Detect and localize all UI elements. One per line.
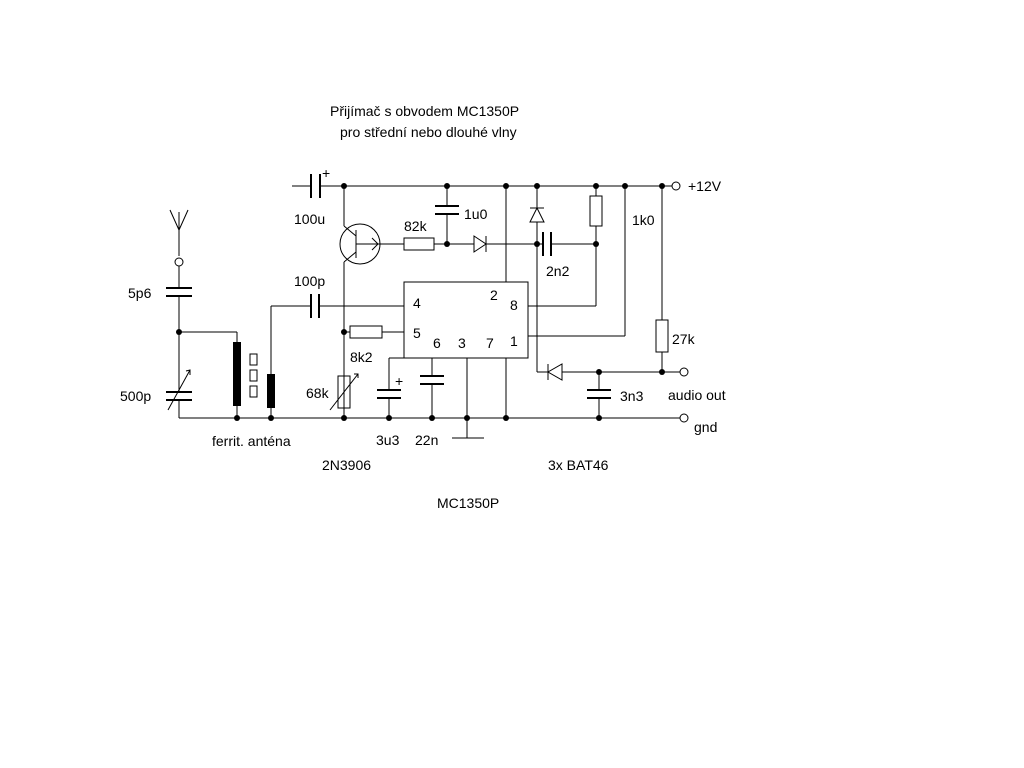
capacitor-2n2-label: 2n2 [546,263,570,279]
resistor-icon [528,186,603,307]
ic-label: MC1350P [437,495,499,511]
capacitor-22n-label: 22n [415,432,438,448]
resistor-82k-label: 82k [404,218,428,234]
supply-terminal-label: +12V [688,178,722,194]
capacitor-1u0-icon [435,186,459,244]
diode-icon [473,235,543,253]
ic-body [403,186,529,418]
resistor-27k-label: 27k [672,331,696,347]
potentiometer-icon [329,373,359,411]
resistor-1k0-wire [528,186,626,337]
resistor-1k0-label: 1k0 [632,212,655,228]
ic-pin-6: 6 [433,335,441,351]
capacitor-500p-label: 500p [120,388,151,404]
output-section [537,186,689,418]
capacitor-100u-label: 100u [294,211,325,227]
ground-terminal-label: gnd [694,419,717,435]
capacitor-22n-icon [420,375,444,418]
ic-pin-8: 8 [510,297,518,313]
capacitor-2n2-icon [542,232,596,256]
antenna-icon [166,209,192,418]
capacitor-3u3-polarity: + [395,373,403,389]
ic-pin-1: 1 [510,333,518,349]
resistor-8k2-label: 8k2 [350,349,373,365]
ferrite-antenna-label: ferrit. anténa [212,433,291,449]
electrolytic-polarity: + [322,165,330,181]
capacitor-3u3-label: 3u3 [376,432,400,448]
ic-pin-2: 2 [490,287,498,303]
capacitor-3n3-label: 3n3 [620,388,644,404]
supply-rail [292,174,681,198]
resistor-8k2-icon [344,325,404,339]
capacitor-3u3-icon [377,357,404,418]
title-line-2: pro střední nebo dlouhé vlny [340,124,517,140]
capacitor-5p6-label: 5p6 [128,285,152,301]
capacitor-100p-label: 100p [294,273,325,289]
resistor-82k-icon [403,237,474,251]
ic-pin-3: 3 [458,335,466,351]
transistor-icon [339,186,404,418]
capacitor-1u0-label: 1u0 [464,206,488,222]
diode-icon [529,186,545,372]
ic-pin-7: 7 [486,335,494,351]
ic-pin-4: 4 [413,295,421,311]
diodes-label: 3x BAT46 [548,457,609,473]
transistor-label: 2N3906 [322,457,371,473]
audio-out-label: audio out [668,387,726,403]
title-line-1: Přijímač s obvodem MC1350P [330,103,519,119]
ic-pin-5: 5 [413,325,421,341]
potentiometer-68k-label: 68k [306,385,330,401]
